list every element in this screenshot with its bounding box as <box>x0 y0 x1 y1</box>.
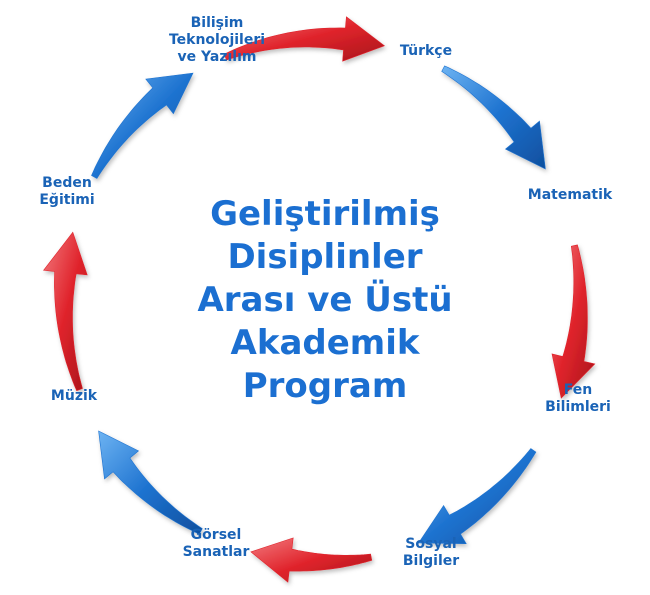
arrow-sosyal-to-gorsel <box>250 537 373 583</box>
node-label-line: Sosyal <box>405 536 457 552</box>
node-fen: Fen Bilimleri <box>545 382 611 416</box>
center-title-line: Akademik <box>230 323 420 363</box>
node-turkce: Türkçe <box>400 43 452 60</box>
node-label-line: Matematik <box>527 187 613 203</box>
arrow-beden-to-bilisim <box>91 72 194 179</box>
node-bilisim: Bilişim Teknolojileri ve Yazılım <box>169 15 265 66</box>
center-title-line: Arası ve Üstü <box>197 280 453 320</box>
node-label-line: Fen <box>563 382 593 398</box>
arrow-muzik-to-beden <box>43 231 88 392</box>
arrow-bilisim-to-turkce <box>223 16 386 62</box>
arrow-fen-to-sosyal <box>418 448 537 545</box>
node-label-line: Eğitimi <box>39 192 95 208</box>
node-label-line: Görsel <box>190 527 242 543</box>
node-label-line: Bilgiler <box>402 553 460 569</box>
node-label-line: Türkçe <box>399 43 453 59</box>
node-beden: Beden Eğitimi <box>39 175 94 209</box>
node-label-line: Müzik <box>50 388 98 404</box>
node-label-line: ve Yazılım <box>177 49 257 65</box>
node-label-line: Bilişim <box>190 15 244 31</box>
node-sosyal: Sosyal Bilgiler <box>403 536 459 570</box>
node-label-line: Bilimleri <box>545 399 611 415</box>
arrow-turkce-to-matematik <box>441 65 546 170</box>
node-label-line: Sanatlar <box>182 544 250 560</box>
node-muzik: Müzik <box>51 388 97 405</box>
arrow-matematik-to-fen <box>551 244 596 399</box>
arrow-gorsel-to-muzik <box>98 430 203 535</box>
center-title: Geliştirilmiş Disiplinler Arası ve Üstü … <box>165 193 485 408</box>
center-title-line: Program <box>242 366 408 406</box>
center-title-line: Disiplinler <box>227 237 423 277</box>
node-matematik: Matematik <box>528 187 612 204</box>
center-title-line: Geliştirilmiş <box>210 194 440 234</box>
node-label-line: Beden <box>42 175 92 191</box>
node-label-line: Teknolojileri <box>168 32 266 48</box>
node-gorsel: Görsel Sanatlar <box>183 527 250 561</box>
